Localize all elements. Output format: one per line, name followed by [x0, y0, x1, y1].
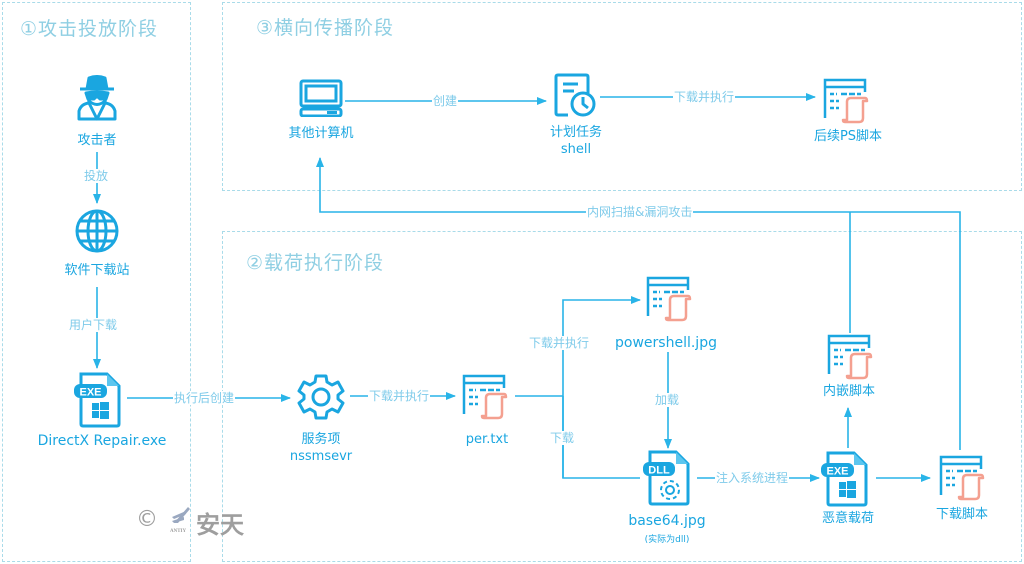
phase-box-delivery — [2, 2, 191, 562]
edge-label-download-exec-1: 下载并执行 — [368, 389, 431, 403]
edge-label-deliver: 投放 — [83, 169, 110, 183]
node-label-base64-jpg: base64.jpg — [628, 513, 706, 529]
node-label-embedded-script: 内嵌脚本 — [822, 384, 876, 399]
script-file-icon-embedded — [827, 334, 873, 380]
exe-file-icon-payload: EXE — [821, 451, 868, 507]
watermark: © ANTIY 安天 — [136, 505, 266, 541]
node-label-followup-ps: 后续PS脚本 — [813, 129, 883, 144]
script-file-icon-followup — [823, 78, 869, 124]
edge-label-scan-exploit: 内网扫描&漏洞攻击 — [586, 205, 694, 219]
node-label-download-site: 软件下载站 — [64, 263, 130, 278]
node-label-scheduled-task: 计划任务 — [549, 125, 603, 140]
edge-label-user-download: 用户下载 — [68, 318, 119, 332]
computer-icon — [299, 79, 343, 117]
edge-label-create: 创建 — [432, 94, 459, 108]
node-label-attacker: 攻击者 — [77, 133, 117, 148]
edge-branch-up — [562, 296, 641, 478]
exe-file-icon: EXE — [74, 372, 121, 428]
dll-file-icon: DLL — [643, 450, 690, 506]
svg-text:EXE: EXE — [826, 466, 848, 478]
node-label-service: 服务项 — [301, 432, 341, 447]
node-label-other-computer: 其他计算机 — [288, 126, 354, 141]
spy-icon — [77, 75, 117, 121]
script-file-icon-powershell — [646, 276, 692, 322]
node-label-per-txt: per.txt — [465, 432, 509, 447]
edge-label-load: 加载 — [654, 393, 681, 407]
copyright-symbol: © — [136, 507, 158, 532]
node-sub-service: nssmsevr — [289, 449, 353, 464]
phase-title-delivery: ①攻击投放阶段 — [20, 18, 159, 40]
edge-label-download-exec-3: 下载并执行 — [673, 90, 736, 104]
svg-text:DLL: DLL — [648, 465, 670, 477]
edge-label-inject: 注入系统进程 — [715, 471, 790, 485]
node-sub-scheduled-task: shell — [560, 142, 592, 157]
brand-en: ANTIY — [170, 529, 187, 534]
script-file-icon-per-txt — [462, 374, 508, 420]
node-label-directx-exe: DirectX Repair.exe — [37, 433, 167, 449]
script-file-icon-download — [939, 455, 985, 501]
antiy-logo-icon — [172, 507, 190, 523]
phase-title-lateral: ③横向传播阶段 — [256, 17, 395, 39]
edge-label-download-exec-2: 下载并执行 — [528, 336, 591, 350]
edge-label-download: 下载 — [549, 431, 576, 445]
edge-branch-down — [562, 396, 640, 479]
node-label-malicious-payload: 恶意载荷 — [821, 511, 875, 526]
scheduled-task-icon — [554, 73, 596, 117]
globe-icon — [75, 209, 119, 253]
node-label-download-script: 下载脚本 — [935, 507, 989, 522]
phase-title-payload: ②载荷执行阶段 — [246, 252, 385, 274]
svg-text:EXE: EXE — [79, 387, 101, 399]
phase-box-lateral — [222, 2, 1022, 191]
brand-cn: 安天 — [196, 511, 244, 539]
edge-scan-exploit — [316, 157, 961, 450]
node-note-base64-jpg: (实际为dll) — [644, 535, 690, 545]
gear-icon — [297, 374, 345, 420]
node-label-powershell-jpg: powershell.jpg — [615, 335, 717, 351]
edge-label-create-after-exec: 执行后创建 — [173, 391, 236, 405]
